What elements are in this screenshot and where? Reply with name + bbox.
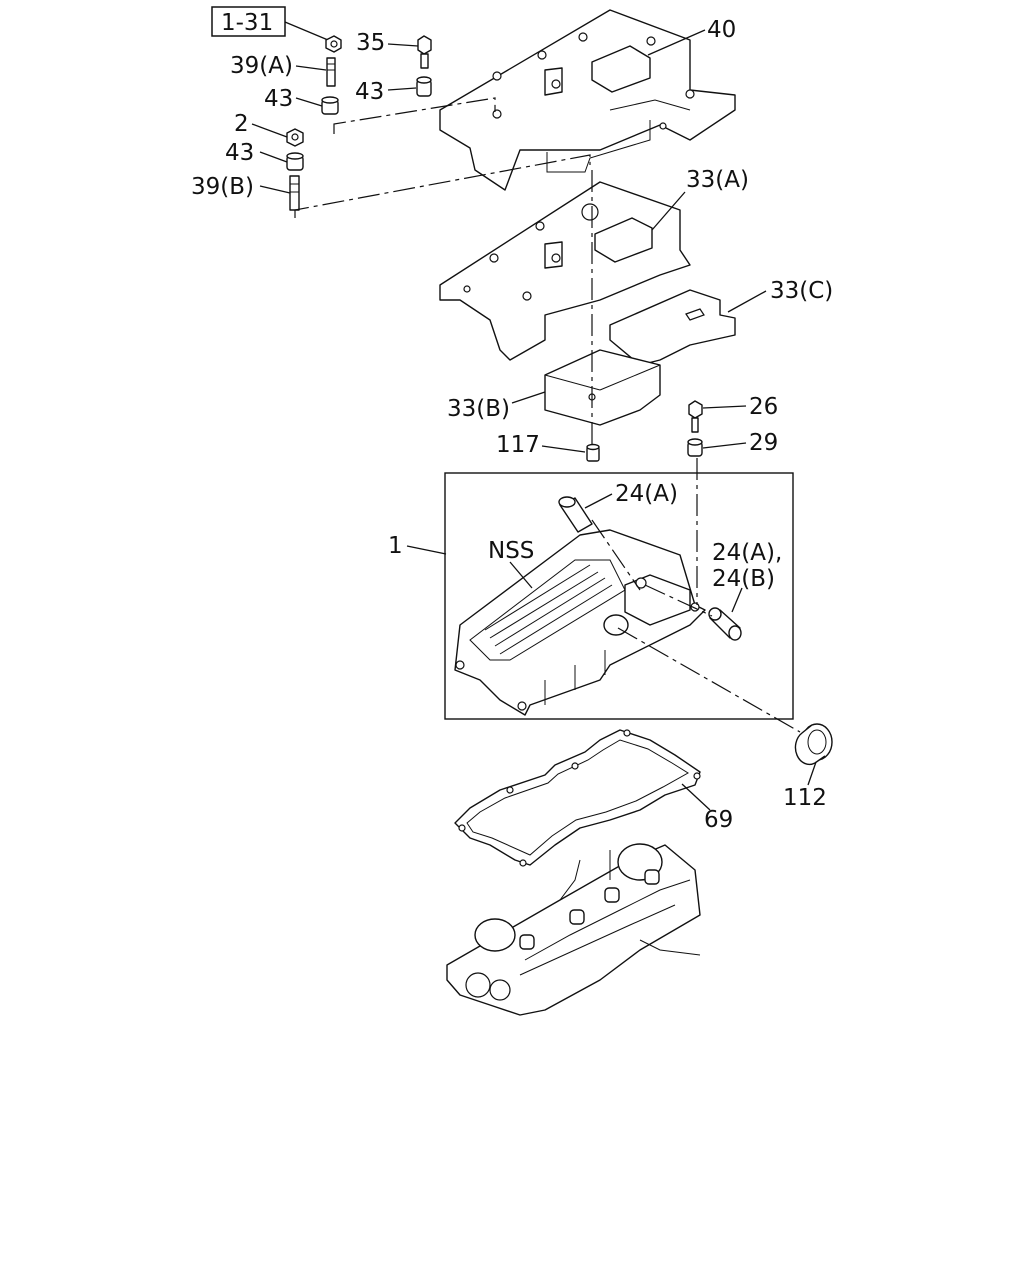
leader-35 [387, 43, 419, 47]
washer-43-mid-part [286, 152, 304, 171]
leader-1 [406, 545, 447, 555]
assembly-line-1 [333, 97, 496, 134]
leader-nss [509, 561, 533, 589]
callout-40[interactable]: 40 [707, 17, 736, 43]
stud-39b-part [289, 175, 300, 211]
leader-29 [702, 442, 747, 449]
nut-part [325, 35, 342, 53]
cover-40-part [439, 9, 736, 191]
spacer-117-part [586, 443, 600, 462]
bolt-35-part [417, 35, 432, 69]
callout-33a[interactable]: 33(A) [686, 167, 749, 193]
pipe-24ab-part [708, 607, 742, 641]
cover-33b-part [544, 349, 661, 426]
callout-112[interactable]: 112 [783, 785, 827, 811]
callout-2[interactable]: 2 [234, 111, 249, 137]
leader-39b [259, 185, 291, 194]
assembly-line-7 [644, 584, 713, 617]
bolt-26-part [688, 400, 703, 433]
callout-43-top[interactable]: 43 [355, 79, 384, 105]
leader-2 [251, 123, 288, 138]
leader-33a [651, 191, 686, 231]
stud-39a-part [326, 57, 336, 87]
assembly-line-6 [617, 627, 801, 733]
leader-43-top [387, 87, 417, 91]
reference-box-label: 1-31 [221, 10, 273, 36]
leader-24a [584, 493, 613, 509]
callout-24ab-line2[interactable]: 24(B) [712, 566, 775, 592]
callout-33b[interactable]: 33(B) [447, 396, 510, 422]
leader-33c [727, 290, 767, 313]
callout-1[interactable]: 1 [388, 533, 403, 559]
callout-nss: NSS [488, 538, 534, 564]
callout-43-left[interactable]: 43 [264, 86, 293, 112]
assembly-line-5 [591, 519, 641, 591]
leader-ref [284, 21, 329, 41]
leader-40 [647, 29, 706, 56]
leader-33b [511, 391, 546, 404]
callout-26[interactable]: 26 [749, 394, 778, 420]
callout-69[interactable]: 69 [704, 807, 733, 833]
leader-117 [541, 445, 586, 453]
cover-33c-part [609, 289, 736, 366]
cover-33a-part [439, 181, 691, 361]
callout-43-mid[interactable]: 43 [225, 140, 254, 166]
leader-24ab [731, 587, 743, 613]
leader-69 [681, 783, 711, 811]
assembly-frame [444, 472, 794, 720]
gasket-69-part [454, 729, 701, 867]
seal-112-part [794, 723, 833, 766]
callout-33c[interactable]: 33(C) [770, 278, 833, 304]
leader-26 [702, 405, 747, 409]
leader-39a [295, 65, 327, 71]
valve-cover-1-part [454, 529, 706, 716]
nut-2-part [286, 128, 304, 147]
callout-39b[interactable]: 39(B) [191, 174, 254, 200]
leader-112 [807, 761, 817, 786]
leader-43-left [295, 97, 323, 107]
callout-29[interactable]: 29 [749, 430, 778, 456]
collar-43-left-part [321, 96, 339, 115]
leader-43-mid [259, 151, 288, 163]
pipe-24a-part [558, 496, 593, 533]
callout-24a[interactable]: 24(A) [615, 481, 678, 507]
callout-24ab-line1[interactable]: 24(A), [712, 540, 782, 566]
washer-29-part [687, 438, 703, 457]
callout-117[interactable]: 117 [496, 432, 540, 458]
reference-box[interactable]: 1-31 [211, 6, 286, 37]
assembly-line-2 [294, 154, 591, 218]
callout-39a[interactable]: 39(A) [230, 53, 293, 79]
callout-35[interactable]: 35 [356, 30, 385, 56]
cylinder-head-part [446, 843, 701, 1016]
collar-43-top-part [416, 76, 432, 97]
